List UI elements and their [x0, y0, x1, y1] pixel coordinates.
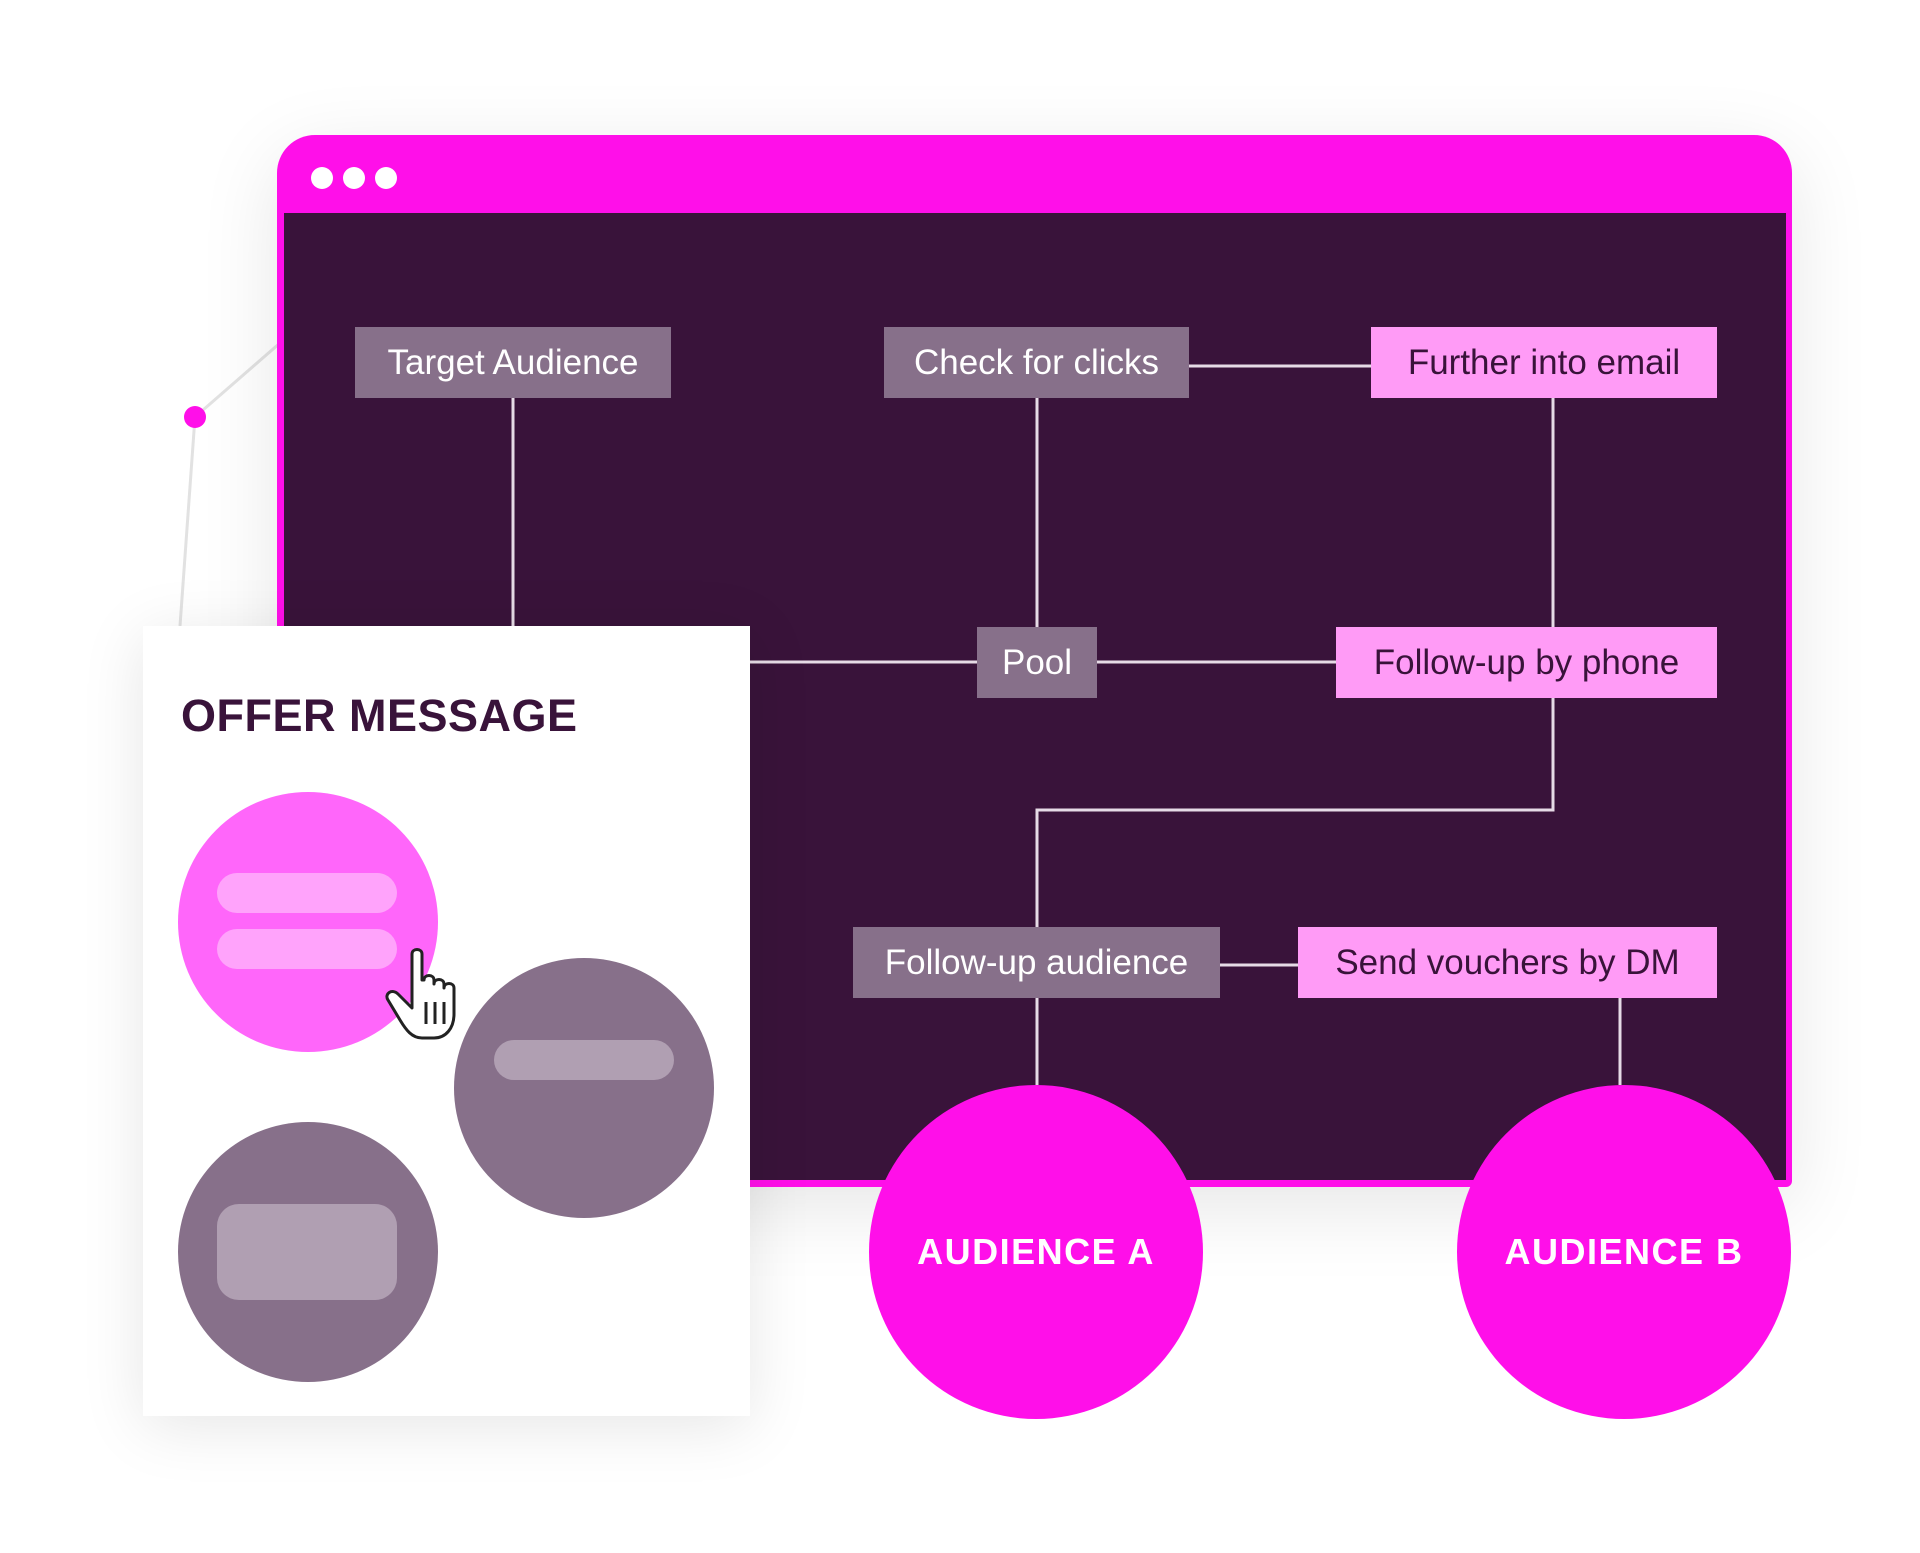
node-follow-up-audience: Follow-up audience [853, 927, 1220, 998]
window-dot-3 [375, 167, 397, 189]
offer-option-grey-right[interactable] [454, 958, 714, 1218]
node-check-for-clicks: Check for clicks [884, 327, 1189, 398]
offer-option-pink[interactable] [178, 792, 438, 1052]
node-target-audience: Target Audience [355, 327, 671, 398]
placeholder-text-bar [217, 873, 397, 913]
decorative-node-dot [184, 406, 206, 428]
connector-line-lower [178, 416, 197, 627]
audience-a-label: AUDIENCE A [917, 1231, 1155, 1272]
placeholder-block [217, 1204, 397, 1300]
offer-message-title: OFFER MESSAGE [181, 690, 578, 741]
node-further-into-email: Further into email [1371, 327, 1717, 398]
node-send-vouchers-by-dm: Send vouchers by DM [1298, 927, 1717, 998]
audience-b-label: AUDIENCE B [1504, 1231, 1744, 1272]
connector-line-upper [194, 341, 281, 419]
window-dot-2 [343, 167, 365, 189]
node-pool: Pool [977, 627, 1097, 698]
audience-b-circle[interactable]: AUDIENCE B [1457, 1085, 1791, 1419]
node-follow-up-by-phone: Follow-up by phone [1336, 627, 1717, 698]
placeholder-text-bar [494, 1040, 674, 1080]
window-dot-1 [311, 167, 333, 189]
placeholder-text-bar [217, 929, 397, 969]
audience-a-circle[interactable]: AUDIENCE A [869, 1085, 1203, 1419]
